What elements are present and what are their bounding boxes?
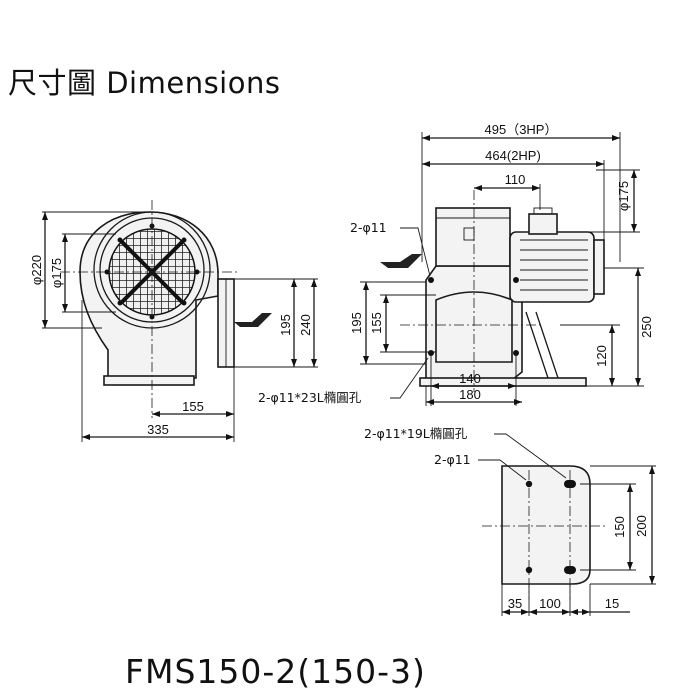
dim-120: 120 bbox=[594, 345, 609, 367]
dim-250: 250 bbox=[639, 316, 654, 338]
dim-140: 140 bbox=[459, 371, 481, 386]
motor-end-cap bbox=[593, 239, 605, 295]
annotation-slot-19: 2-φ11*19L橢圓孔 bbox=[364, 426, 468, 441]
dim-100: 100 bbox=[539, 596, 561, 611]
front-view-labels: φ220 φ175 195 240 155 335 bbox=[29, 255, 313, 437]
dim-d175-left: φ175 bbox=[49, 258, 64, 288]
dim-200: 200 bbox=[634, 515, 649, 537]
side-base bbox=[419, 377, 587, 387]
annotation-hole-top: 2-φ11 bbox=[350, 220, 387, 235]
base-plate bbox=[501, 465, 591, 585]
dim-335: 335 bbox=[147, 422, 169, 437]
dim-155: 155 bbox=[182, 399, 204, 414]
dim-495: 495（3HP） bbox=[485, 122, 558, 137]
dim-d220: φ220 bbox=[29, 255, 44, 285]
page-title: 尺寸圖 Dimensions bbox=[8, 66, 281, 100]
front-view bbox=[42, 200, 318, 442]
front-base bbox=[103, 375, 195, 386]
dim-195-left: 195 bbox=[278, 314, 293, 336]
terminal-box bbox=[528, 213, 558, 235]
dim-464: 464(2HP) bbox=[485, 148, 541, 163]
dim-240: 240 bbox=[298, 314, 313, 336]
base-plan-view bbox=[478, 433, 656, 616]
dim-195-mid: 195 bbox=[349, 312, 364, 334]
dim-155-mid: 155 bbox=[369, 312, 384, 334]
dim-150: 150 bbox=[612, 516, 627, 538]
flow-arrow-side bbox=[380, 254, 422, 268]
base-plan-labels: 2-φ11*19L橢圓孔 2-φ11 150 200 35 100 15 bbox=[364, 426, 649, 611]
dim-110: 110 bbox=[505, 172, 526, 187]
dim-15: 15 bbox=[605, 596, 619, 611]
model-label: FMS150-2(150-3) bbox=[125, 652, 426, 691]
annotation-hole-plan: 2-φ11 bbox=[434, 452, 471, 467]
side-outlet bbox=[435, 207, 511, 267]
dim-35: 35 bbox=[508, 596, 522, 611]
annotation-slot-23: 2-φ11*23L橢圓孔 bbox=[258, 390, 362, 405]
motor-body bbox=[509, 231, 595, 303]
dim-d175-right: φ175 bbox=[616, 181, 631, 211]
side-view-labels: 495（3HP） 464(2HP) 110 φ175 250 120 195 1… bbox=[258, 122, 654, 405]
side-inlet bbox=[435, 291, 513, 363]
side-view bbox=[360, 132, 644, 406]
flow-arrow-left bbox=[234, 313, 272, 327]
dim-180: 180 bbox=[459, 387, 481, 402]
